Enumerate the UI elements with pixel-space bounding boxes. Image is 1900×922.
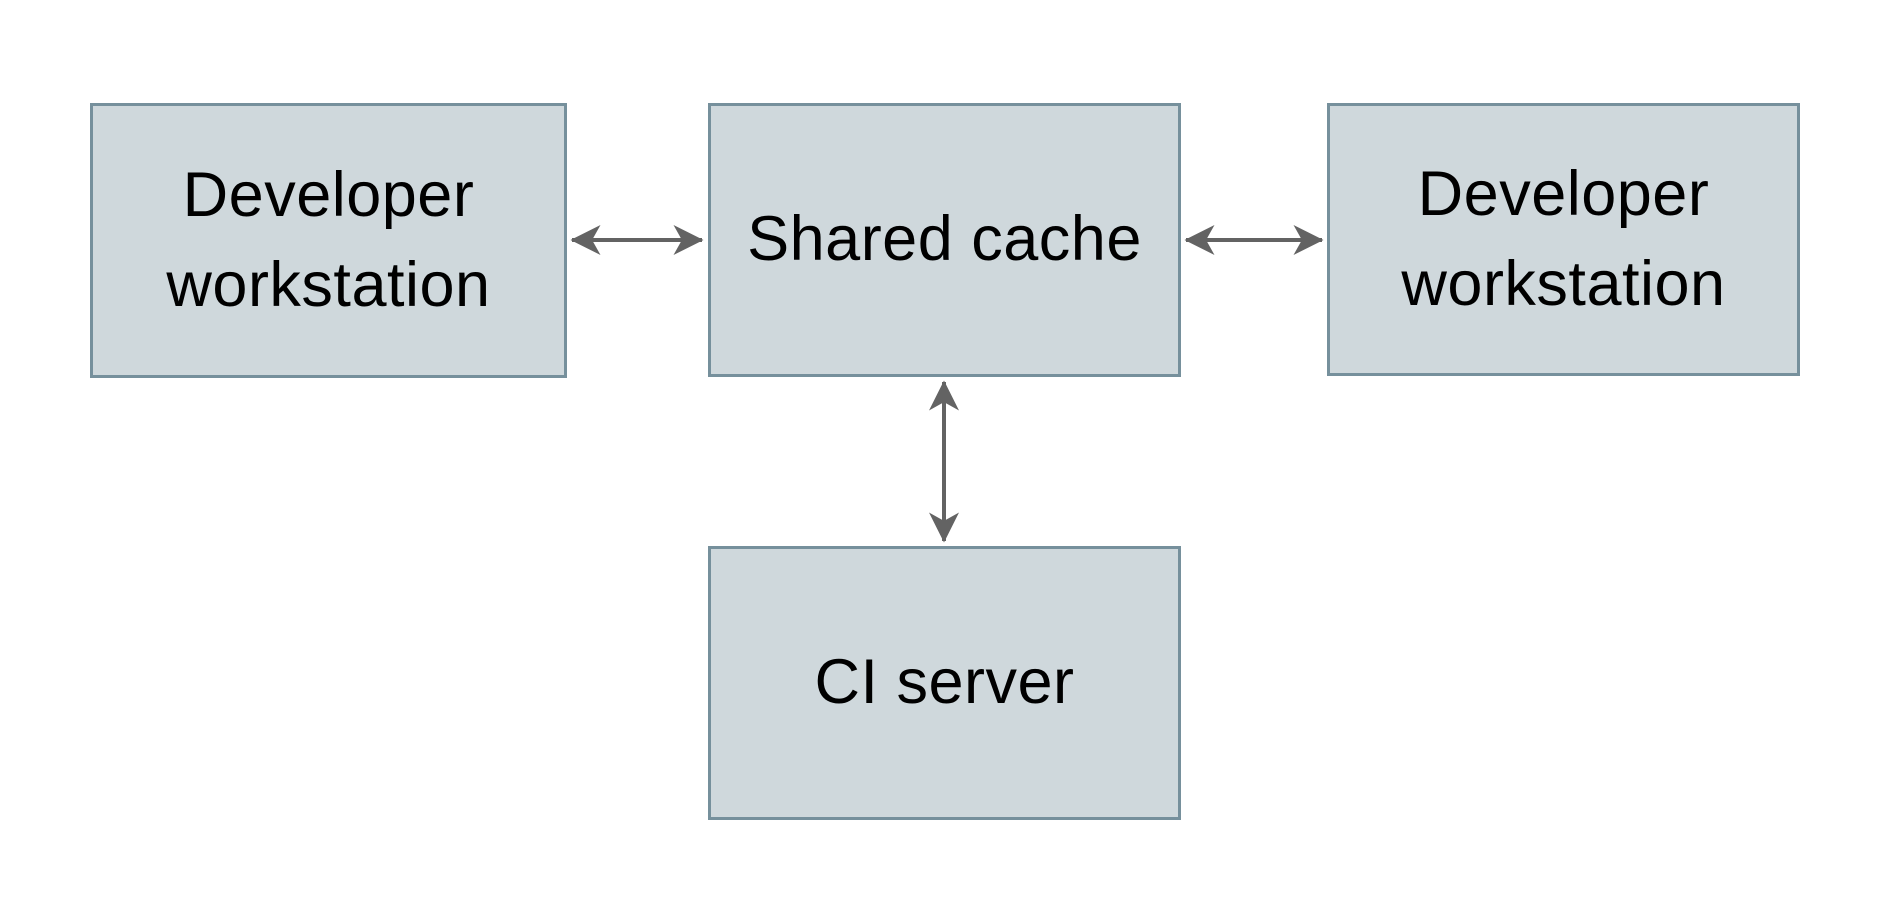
node-developer-workstation-left: Developer workstation xyxy=(90,103,567,378)
node-ci-server: CI server xyxy=(708,546,1181,820)
node-shared-cache: Shared cache xyxy=(708,103,1181,377)
node-developer-workstation-right: Developer workstation xyxy=(1327,103,1800,376)
node-label: CI server xyxy=(814,647,1075,718)
node-label: Developer workstation xyxy=(1401,159,1726,319)
node-label: Developer workstation xyxy=(166,160,491,320)
node-label: Shared cache xyxy=(747,204,1142,275)
